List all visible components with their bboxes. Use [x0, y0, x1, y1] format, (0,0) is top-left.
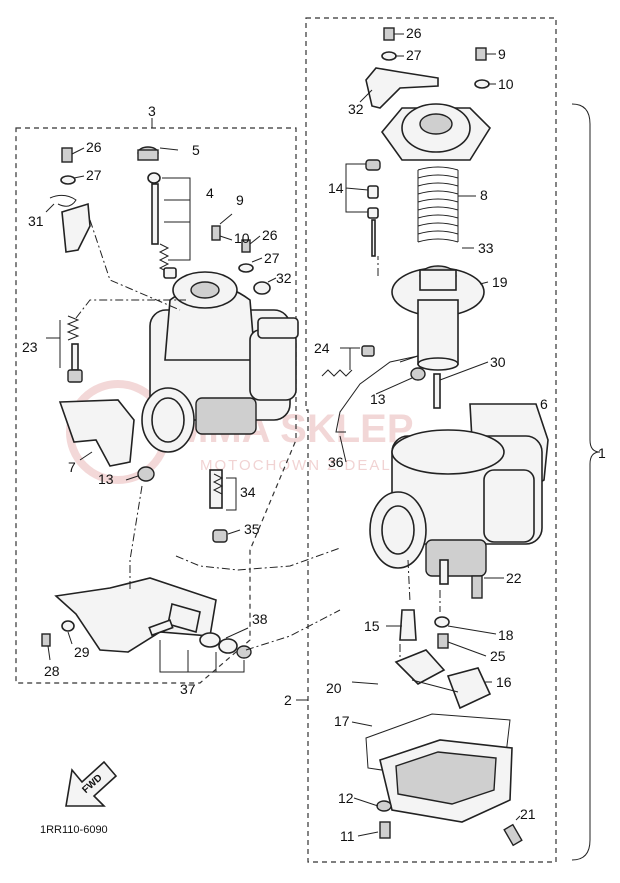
callout-37: 37	[180, 681, 196, 697]
callout-25: 25	[490, 648, 506, 664]
callout-33: 33	[478, 240, 494, 256]
callout-13-left: 13	[98, 471, 114, 487]
callout-34: 34	[240, 484, 256, 500]
callout-4: 4	[206, 185, 214, 201]
right-spring-8	[417, 166, 459, 243]
callout-28: 28	[44, 663, 60, 679]
callout-35: 35	[244, 521, 260, 537]
diagram-code: 1RR110-6090	[40, 824, 108, 836]
callout-11: 11	[340, 828, 355, 844]
callout-12: 12	[338, 790, 354, 806]
callout-27-right: 27	[406, 47, 422, 63]
callout-20: 20	[326, 680, 342, 696]
callout-17: 17	[334, 713, 350, 729]
callout-27-left: 27	[86, 167, 102, 183]
callout-30: 30	[490, 354, 506, 370]
callout-29: 29	[74, 644, 90, 660]
callout-23: 23	[22, 339, 38, 355]
callout-3: 3	[148, 103, 156, 119]
callout-7: 7	[68, 459, 76, 475]
callout-26-right: 26	[406, 25, 422, 41]
group-bracket-1	[571, 103, 601, 861]
callout-32-right: 32	[348, 101, 364, 117]
callout-1: 1	[598, 445, 606, 461]
callout-21: 21	[520, 806, 536, 822]
callout-14: 14	[328, 180, 344, 196]
callout-8: 8	[480, 187, 488, 203]
callout-2: 2	[284, 692, 292, 708]
left-carburetor-body	[141, 271, 299, 453]
callout-26-left: 26	[86, 139, 102, 155]
callout-32-left: 32	[276, 270, 292, 286]
leader-lines	[45, 33, 536, 837]
callout-16: 16	[496, 674, 512, 690]
right-carburetor-body	[369, 429, 543, 585]
callout-15: 15	[364, 618, 380, 634]
callout-22: 22	[506, 570, 522, 586]
callout-10-right: 10	[498, 76, 514, 92]
right-diaphragm-19	[391, 265, 485, 371]
callout-5: 5	[192, 142, 200, 158]
callout-labels: 1 2 3 4 5 6 7 8 9 9 10 10 11 12 13 13 14…	[22, 25, 606, 844]
right-top-cover	[365, 27, 492, 161]
group-box-2	[305, 17, 557, 863]
right-spring-14	[365, 159, 381, 257]
callout-9-left: 9	[236, 192, 244, 208]
fwd-arrow: FWD	[65, 760, 118, 807]
right-bottom-parts	[351, 575, 523, 847]
callout-6: 6	[540, 396, 548, 412]
callout-10-left: 10	[234, 230, 250, 246]
callout-18: 18	[498, 627, 514, 643]
callout-31: 31	[28, 213, 44, 229]
callout-24: 24	[314, 340, 330, 356]
callout-9-right: 9	[498, 46, 506, 62]
left-small-parts	[41, 146, 271, 647]
callout-26-mid: 26	[262, 227, 278, 243]
callout-36: 36	[328, 454, 344, 470]
linkage-plate	[54, 577, 252, 659]
group-box-3	[15, 127, 297, 684]
callout-19: 19	[492, 274, 508, 290]
callout-13-right: 13	[370, 391, 386, 407]
callout-27-mid: 27	[264, 250, 280, 266]
callout-38: 38	[252, 611, 268, 627]
